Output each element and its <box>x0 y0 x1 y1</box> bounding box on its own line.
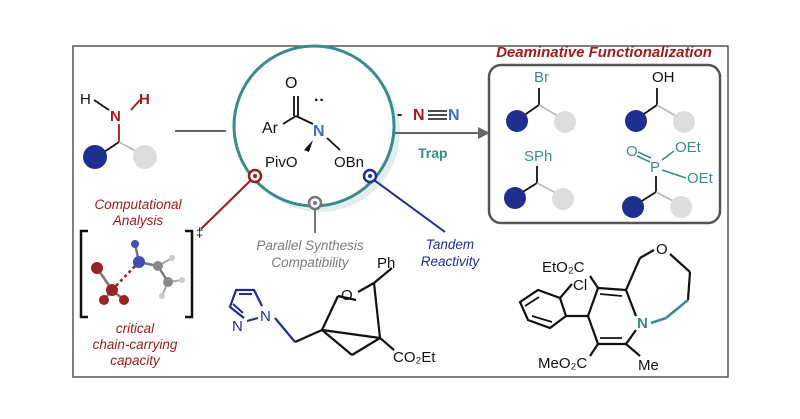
red-leader <box>200 179 252 230</box>
product-sph-label: SPh <box>524 148 552 165</box>
product-oet-1: OEt <box>675 139 702 156</box>
reagent-o: O <box>285 75 297 92</box>
mol2-meo2c: MeO₂C <box>538 355 587 372</box>
reagent-lone-pair: ·· <box>314 92 325 109</box>
mol2-n: N <box>637 315 648 332</box>
reagent-ar: Ar <box>262 120 279 137</box>
amine-h-right: H <box>139 91 150 108</box>
label-parallel-l2: Compatibility <box>271 255 350 270</box>
product-oh-label: OH <box>652 69 675 86</box>
products-box <box>487 63 722 225</box>
mol1-ph: Ph <box>377 255 395 272</box>
transition-state: ‡ <box>79 225 203 319</box>
mol2-eto2c: EtO₂C <box>542 259 585 276</box>
product-oet-2: OEt <box>687 170 714 187</box>
reagent-structure: Ar O ·· N PivO OBn <box>262 75 364 171</box>
outer-frame <box>72 45 729 378</box>
mol1-o: O <box>341 287 353 304</box>
product-phosphonate: O P OEt OEt <box>622 139 714 218</box>
title: Deaminative Functionalization <box>496 44 712 61</box>
reagent-pivo: PivO <box>265 154 298 171</box>
blue-sphere <box>83 145 107 169</box>
product-bromide: Br <box>506 69 576 133</box>
label-computational-l2: Analysis <box>112 213 164 228</box>
arrow-n-left: N <box>413 107 425 124</box>
gray-sphere <box>133 145 157 169</box>
product-p-o: O <box>626 143 638 160</box>
product-br-label: Br <box>534 69 549 86</box>
molecule-pyrazole-bicycle: N N O Ph CO₂Et <box>228 255 436 366</box>
reagent-n: N <box>313 123 325 140</box>
product-p: P <box>650 159 660 176</box>
mol2-cl: Cl <box>573 277 587 294</box>
mol2-me: Me <box>638 357 659 374</box>
molecule-dihydropyridine: EtO₂C Cl N O MeO₂C Me <box>518 241 692 374</box>
label-tandem-l2: Reactivity <box>421 254 481 269</box>
product-alcohol: OH <box>625 69 695 133</box>
mol1-co2et: CO₂Et <box>393 349 436 366</box>
ts-dagger: ‡ <box>196 225 203 240</box>
label-parallel-l1: Parallel Synthesis <box>256 238 364 253</box>
amine-structure: H H N <box>80 91 157 169</box>
arrow-minus: - <box>397 106 402 123</box>
label-critical-l3: capacity <box>110 353 161 368</box>
product-thioether: SPh <box>504 148 574 210</box>
reaction-arrow: - N N Trap <box>395 106 490 161</box>
arrow-label: Trap <box>418 145 448 161</box>
mol1-n2: N <box>260 308 271 325</box>
mol2-o: O <box>656 241 668 258</box>
arrow-n-right: N <box>448 107 460 124</box>
amine-n: N <box>110 108 121 125</box>
label-computational-l1: Computational <box>94 197 182 212</box>
label-critical-l1: critical <box>116 321 155 336</box>
mol1-n1: N <box>232 318 243 335</box>
blue-leader <box>373 179 446 233</box>
label-tandem-l1: Tandem <box>426 237 474 252</box>
label-critical-l2: chain-carrying <box>93 337 178 352</box>
reagent-circle <box>232 44 400 212</box>
amine-h-left: H <box>80 91 91 108</box>
reagent-obn: OBn <box>334 154 364 171</box>
